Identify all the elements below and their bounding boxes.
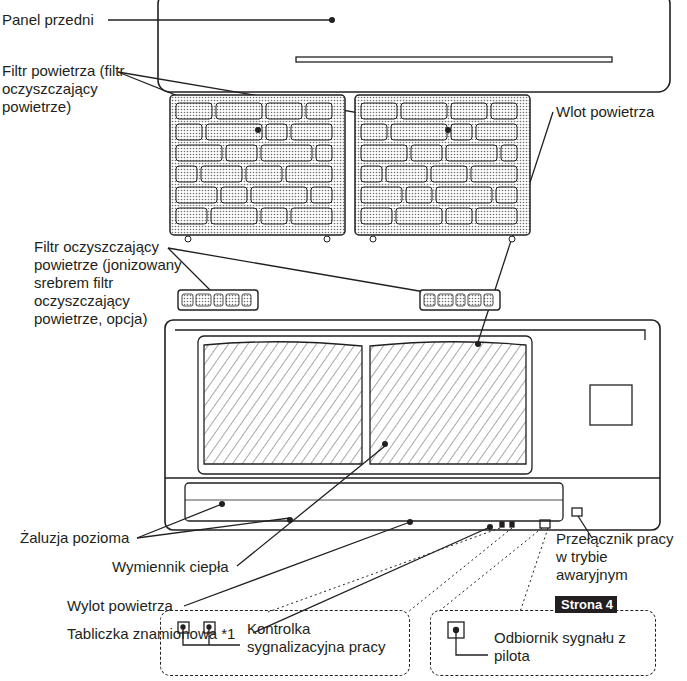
part-label: Wlot powietrza	[556, 103, 681, 121]
part-label: Panel przedni	[2, 11, 122, 29]
part-label: Wylot powietrza	[67, 597, 197, 615]
callout-box: Odbiornik sygnału z pilota	[430, 610, 656, 676]
part-label: Filtr oczyszczający powietrze (jonizowan…	[34, 238, 184, 328]
callout-text: Odbiornik sygnału z pilota	[494, 629, 644, 665]
callout-text: Kontrolka sygnalizacyjna pracy	[247, 620, 392, 656]
air-filters	[170, 95, 530, 310]
part-label: Wymiennik ciepła	[112, 558, 252, 576]
part-label: Żaluzja pozioma	[20, 529, 150, 547]
part-label: Tabliczka znamionowa *1	[67, 625, 257, 643]
part-label: Filtr powietrza (filtr oczyszczający pow…	[2, 62, 142, 116]
part-label: Przełącznik pracy w trybie awaryjnym	[556, 530, 681, 584]
callout-box: Kontrolka sygnalizacyjna pracy	[160, 610, 410, 676]
